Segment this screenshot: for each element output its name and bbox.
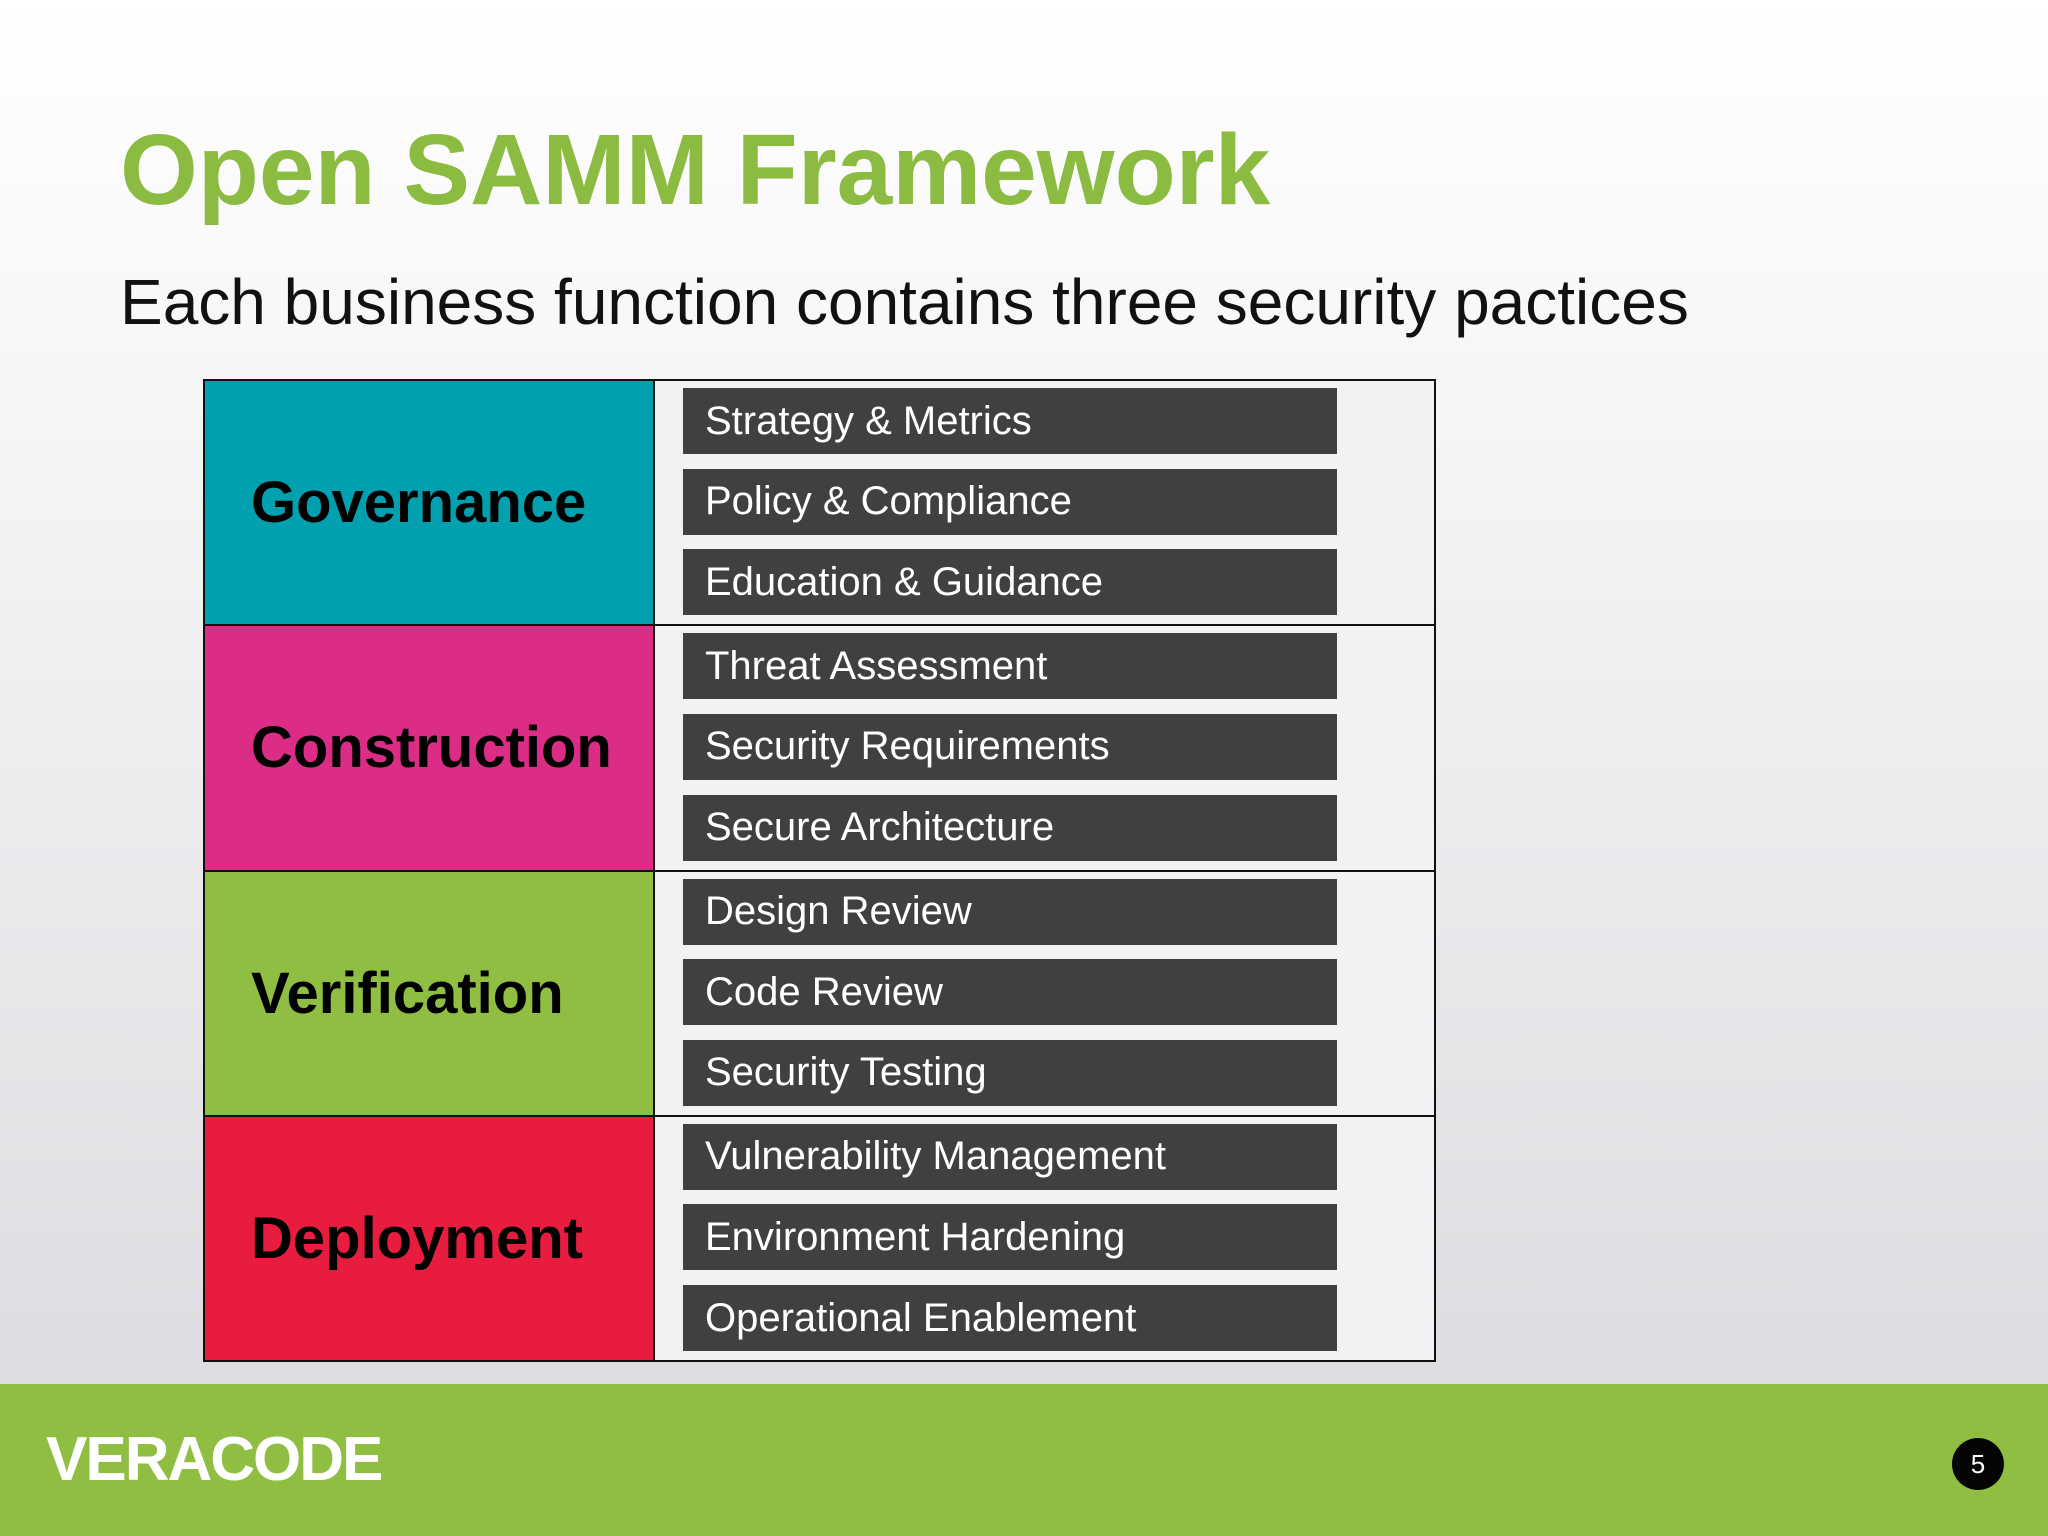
practice-security-requirements: Security Requirements	[683, 713, 1337, 780]
practice-label: Strategy & Metrics	[705, 398, 1032, 443]
practice-secure-architecture: Secure Architecture	[683, 794, 1337, 861]
practice-label: Environment Hardening	[705, 1214, 1126, 1259]
practice-label: Design Review	[705, 889, 972, 933]
practice-design-review: Design Review	[683, 878, 1337, 945]
practice-label: Policy & Compliance	[705, 479, 1072, 524]
function-cell-construction: Construction	[205, 626, 655, 870]
function-label-verification: Verification	[251, 960, 564, 1026]
function-cell-verification: Verification	[205, 871, 655, 1115]
practice-label: Vulnerability Management	[705, 1134, 1166, 1179]
practice-label: Education & Guidance	[705, 559, 1104, 604]
practice-environment-hardening: Environment Hardening	[683, 1204, 1337, 1271]
practice-label: Security Testing	[705, 1050, 987, 1095]
function-cell-governance: Governance	[205, 381, 655, 625]
page-number-badge: 5	[1952, 1438, 2004, 1490]
practice-education-guidance: Education & Guidance	[683, 549, 1337, 616]
practice-security-testing: Security Testing	[683, 1039, 1337, 1106]
function-cell-deployment: Deployment	[205, 1116, 655, 1360]
practice-operational-enablement: Operational Enablement	[683, 1285, 1337, 1351]
practice-label: Secure Architecture	[705, 805, 1055, 849]
function-row-deployment: Deployment Vulnerability Management Envi…	[205, 1116, 1434, 1360]
function-label-governance: Governance	[251, 470, 587, 536]
practice-label: Operational Enablement	[705, 1295, 1137, 1340]
practices-cell-deployment: Vulnerability Management Environment Har…	[655, 1117, 1434, 1360]
practices-cell-verification: Design Review Code Review Security Testi…	[655, 872, 1434, 1115]
practice-threat-assessment: Threat Assessment	[683, 633, 1337, 700]
practices-cell-governance: Strategy & Metrics Policy & Compliance E…	[655, 381, 1434, 624]
practice-label: Code Review	[705, 969, 943, 1014]
practice-vulnerability-management: Vulnerability Management	[683, 1123, 1337, 1190]
practice-label: Threat Assessment	[705, 643, 1048, 688]
slide-title: Open SAMM Framework	[120, 114, 1271, 226]
samm-framework-table: Governance Strategy & Metrics Policy & C…	[203, 379, 1436, 1362]
function-row-verification: Verification Design Review Code Review S…	[205, 871, 1434, 1117]
practices-cell-construction: Threat Assessment Security Requirements …	[655, 626, 1434, 869]
function-label-construction: Construction	[251, 715, 612, 781]
function-row-construction: Construction Threat Assessment Security …	[205, 626, 1434, 872]
veracode-logo: VERACODE	[46, 1425, 383, 1494]
practice-code-review: Code Review	[683, 959, 1337, 1026]
practice-policy-compliance: Policy & Compliance	[683, 468, 1337, 535]
footer-bar: VERACODE 5	[0, 1384, 2048, 1536]
practice-strategy-metrics: Strategy & Metrics	[683, 388, 1337, 454]
function-label-deployment: Deployment	[251, 1205, 583, 1271]
slide-subtitle: Each business function contains three se…	[120, 266, 1689, 338]
practice-label: Security Requirements	[705, 724, 1110, 769]
function-row-governance: Governance Strategy & Metrics Policy & C…	[205, 381, 1434, 627]
